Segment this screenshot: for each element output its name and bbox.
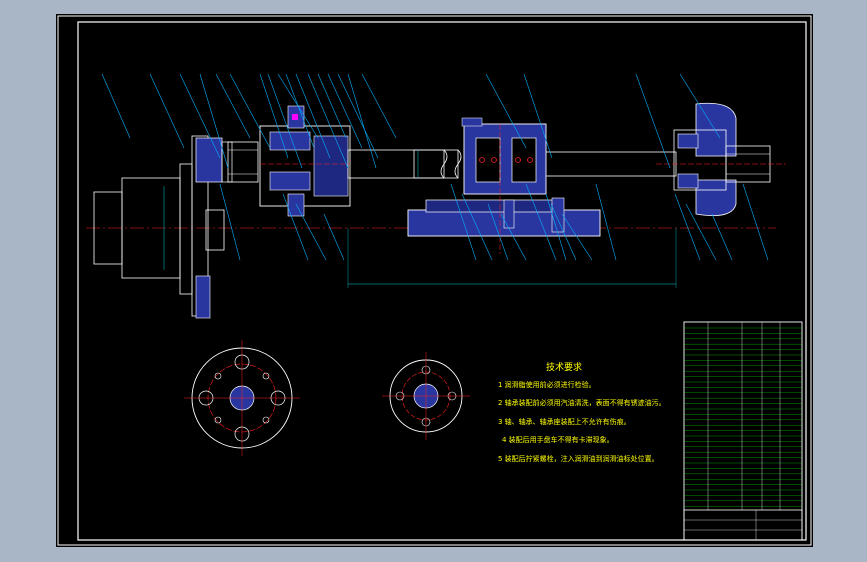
callout-leader — [674, 193, 701, 261]
callout-leader — [595, 183, 617, 261]
part-callouts — [101, 73, 769, 261]
callout-leader — [215, 73, 251, 139]
callout-leader — [347, 73, 377, 169]
callout-leader — [259, 73, 289, 159]
right-flange-view — [382, 352, 470, 440]
callout-leader — [282, 193, 309, 261]
right-gear-assembly — [656, 102, 786, 217]
callout-leader — [337, 73, 379, 159]
callout-leader — [679, 73, 721, 139]
callout-leader — [550, 203, 577, 261]
callout-leader — [450, 183, 477, 261]
technical-notes-title: 技术要求 — [546, 363, 583, 373]
callout-leader — [742, 183, 769, 261]
technical-note-1: 1 润滑脂使用前必须进行检验。 — [498, 381, 596, 389]
technical-note-5: 5 装配后拧紧螺栓，注入润滑油到润滑油标处位置。 — [498, 455, 659, 463]
callout-leader — [545, 193, 567, 261]
callout-leader — [635, 73, 671, 169]
callout-leader — [295, 203, 327, 261]
motor-assembly — [93, 135, 225, 319]
callout-leader — [500, 213, 527, 261]
callout-leader — [317, 73, 347, 139]
callout-leader — [199, 73, 229, 169]
callout-leader — [561, 213, 593, 261]
callout-leader — [525, 183, 557, 261]
callout-leader — [485, 73, 527, 149]
mechanical-drawing — [57, 15, 812, 546]
callout-leader — [711, 213, 733, 261]
callout-leader — [267, 73, 303, 169]
callout-leader — [285, 73, 315, 149]
callout-leader — [487, 203, 509, 261]
inner-frame — [77, 21, 807, 541]
cad-viewport[interactable]: 技术要求 1 润滑脂使用前必须进行检验。 2 轴承装配前必须用汽油清洗，表面不得… — [56, 14, 813, 547]
callout-leader — [461, 193, 493, 261]
callout-leader — [323, 213, 345, 261]
callout-leader — [685, 203, 717, 261]
left-flange — [195, 137, 259, 183]
callout-leader — [149, 73, 185, 149]
callout-leader — [361, 73, 397, 139]
callout-leader — [179, 73, 221, 159]
technical-note-4: 4 装配后用手盘车不得有卡滞现象。 — [502, 436, 614, 444]
callout-leader — [307, 73, 349, 169]
left-bearing-housing — [259, 105, 351, 217]
technical-note-2: 2 轴承装配前必须用汽油清洗，表面不得有锈迹油污。 — [498, 399, 666, 407]
callout-leader — [295, 73, 331, 159]
dimension-overall — [347, 228, 677, 288]
parts-list-table — [683, 321, 803, 541]
callout-leader — [101, 73, 131, 139]
callout-leader — [219, 183, 241, 261]
left-flange-view — [184, 340, 300, 456]
outer-frame — [57, 15, 812, 546]
callout-leader — [327, 73, 363, 149]
callout-leader — [523, 73, 553, 159]
middle-bearing-block — [407, 117, 601, 254]
technical-note-3: 3 轴、轴承、轴承座装配上不允许有伤痕。 — [498, 418, 631, 426]
callout-leader — [229, 73, 271, 149]
